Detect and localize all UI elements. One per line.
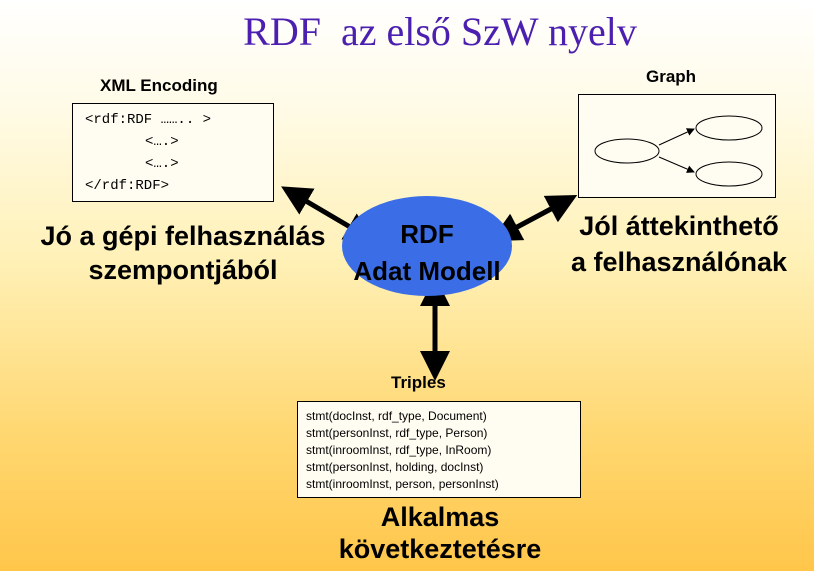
- xml-line: <rdf:RDF …….. >: [85, 112, 212, 128]
- graph-caption-line1: Jól áttekinthető: [579, 211, 779, 241]
- graph-node-source: [594, 138, 660, 164]
- graph-label: Graph: [646, 67, 697, 86]
- graph-node-target-bottom: [695, 161, 763, 187]
- triples-caption-line2: következtetésre: [338, 534, 542, 564]
- triples-caption-line1: Alkalmas: [380, 502, 500, 532]
- slide-title: RDF az első SzW nyelv: [243, 9, 637, 54]
- triple-line: stmt(docInst, rdf_type, Document): [306, 409, 487, 423]
- graph-edge-top: [658, 128, 695, 146]
- triple-line: stmt(personInst, holding, docInst): [306, 460, 484, 474]
- xml-line: </rdf:RDF>: [85, 178, 170, 194]
- rdf-data-model-ellipse: [342, 196, 512, 296]
- triples-box: stmt(docInst, rdf_type, Document) stmt(p…: [297, 401, 581, 498]
- graph-box: [578, 94, 776, 198]
- graph-caption-line2: a felhasználónak: [570, 247, 788, 277]
- triple-line: stmt(inroomInst, person, personInst): [306, 477, 499, 491]
- triples-label: Triples: [391, 373, 446, 392]
- center-line1: RDF: [400, 219, 454, 249]
- arrow-graph-to-center: [490, 194, 578, 242]
- graph-illustration: [594, 115, 763, 187]
- center-line2: Adat Modell: [353, 256, 501, 286]
- xml-line: <….>: [145, 156, 179, 172]
- triple-line: stmt(inroomInst, rdf_type, InRoom): [306, 443, 492, 457]
- xml-caption-line2: szempontjából: [88, 255, 278, 285]
- xml-line: <….>: [145, 134, 179, 150]
- graph-edge-bottom: [658, 156, 695, 173]
- graph-node-target-top: [695, 115, 763, 141]
- xml-encoding-box: <rdf:RDF …….. > <….> <….> </rdf:RDF>: [72, 103, 274, 202]
- xml-encoding-label: XML Encoding: [100, 76, 218, 95]
- triple-line: stmt(personInst, rdf_type, Person): [306, 426, 488, 440]
